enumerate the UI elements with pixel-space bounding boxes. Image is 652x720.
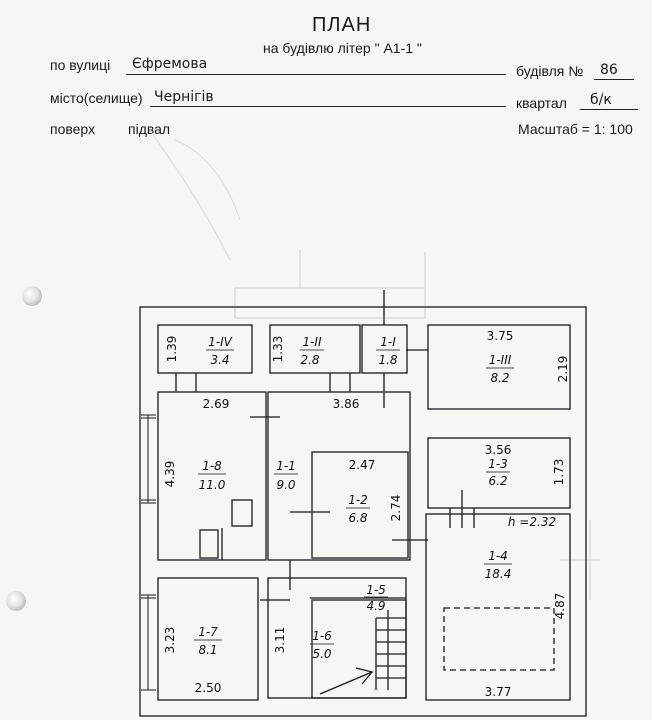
svg-text:8.1: 8.1 [198, 643, 217, 657]
room-label-1-6: 1-6 5.0 [310, 629, 334, 661]
dim-1-4-side: 4.87 [553, 593, 567, 620]
svg-text:1-8: 1-8 [202, 459, 222, 473]
dim-1-7-width: 2.50 [195, 681, 222, 695]
room-label-1-8: 1-8 11.0 [198, 459, 226, 492]
dim-1-ii-height: 1.33 [271, 336, 285, 363]
room-1-1-wall [267, 391, 411, 561]
dim-1-iii-width: 3.75 [487, 329, 514, 343]
window-left-1 [141, 414, 156, 504]
floor-value: підвал [128, 121, 171, 137]
svg-text:1.8: 1.8 [378, 353, 397, 367]
svg-text:1-III: 1-III [489, 353, 512, 367]
room-label-1-1: 1-1 9.0 [274, 459, 298, 492]
svg-text:1-6: 1-6 [312, 629, 332, 643]
room-1-7-wall [157, 577, 259, 701]
room-label-1-iv: 1-IV 3.4 [206, 335, 234, 367]
door-1-3 [449, 490, 475, 528]
room-label-1-7: 1-7 8.1 [194, 625, 222, 657]
room-1-2-wall [311, 451, 409, 559]
scale-label: Масштаб = 1: 100 [518, 121, 633, 137]
city-label: місто(селище) [50, 90, 143, 106]
dim-1-6-height: 3.11 [273, 627, 287, 654]
room-label-1-4: 1-4 18.4 [484, 549, 512, 581]
room-1-6-wall [311, 599, 407, 699]
svg-text:3.4: 3.4 [210, 353, 229, 367]
room-1-4-wall [425, 513, 571, 701]
outer-wall [139, 306, 587, 717]
building-underline [594, 79, 634, 80]
svg-text:1-1: 1-1 [276, 459, 296, 473]
svg-text:9.0: 9.0 [276, 478, 295, 492]
dim-1-iv-height: 1.39 [165, 336, 179, 363]
room-1-iv-wall [157, 324, 253, 374]
svg-text:1-4: 1-4 [488, 549, 508, 563]
dim-1-8-height: 4.39 [163, 461, 177, 488]
room-label-1-5: 1-5 4.9 [364, 583, 388, 613]
binder-hole-top [22, 286, 42, 306]
door-1-ii [329, 373, 351, 392]
binder-hole-bottom [6, 591, 26, 611]
svg-text:2.8: 2.8 [300, 353, 319, 367]
window-left-2 [141, 594, 156, 691]
room-1-3-wall [427, 437, 571, 509]
stair-arrow [319, 667, 375, 695]
room-label-1-i: 1-I 1.8 [376, 335, 400, 367]
room-label-1-3: 1-3 6.2 [486, 457, 510, 488]
background-sketch [149, 129, 600, 600]
dim-1-iii-height: 2.19 [556, 356, 570, 383]
room-label-1-iii: 1-III 8.2 [486, 353, 514, 385]
block-label: квартал [516, 95, 567, 111]
street-underline [126, 74, 506, 75]
svg-text:6.2: 6.2 [488, 474, 507, 488]
svg-text:1-IV: 1-IV [208, 335, 233, 349]
dim-1-3-width: 3.56 [485, 443, 512, 457]
city-underline [150, 106, 506, 107]
svg-text:6.8: 6.8 [348, 511, 367, 525]
door-1-iv [175, 373, 197, 392]
dim-1-1-width: 3.86 [333, 397, 360, 411]
room-1-4-pit [443, 607, 555, 671]
svg-text:1-I: 1-I [380, 335, 396, 349]
svg-text:1-7: 1-7 [198, 625, 218, 639]
room-1-ii-wall [269, 324, 361, 374]
room-1-iii-wall [427, 324, 571, 410]
plan-subtitle: на будівлю літер " А1-1 " [263, 40, 422, 56]
svg-text:1-3: 1-3 [488, 457, 508, 471]
dim-1-4-width: 3.77 [485, 685, 512, 699]
street-label: по вулиці [50, 57, 111, 73]
svg-text:4.9: 4.9 [366, 599, 385, 613]
dim-1-3-height: 1.73 [552, 459, 566, 486]
svg-text:1-II: 1-II [302, 335, 322, 349]
dim-1-7-height: 3.23 [163, 627, 177, 654]
floor-label: поверх [50, 121, 96, 137]
dim-1-2-width: 2.47 [349, 458, 376, 472]
dim-1-2-height: 2.74 [389, 495, 403, 522]
svg-text:1-2: 1-2 [348, 493, 368, 507]
dim-1-4-ceiling: h =2.32 [508, 515, 556, 529]
svg-text:11.0: 11.0 [199, 478, 226, 492]
room-label-1-ii: 1-II 2.8 [300, 335, 324, 367]
block-underline [580, 109, 638, 110]
svg-text:8.2: 8.2 [490, 371, 509, 385]
room-1-8-wall [157, 391, 267, 561]
svg-text:18.4: 18.4 [485, 567, 512, 581]
room-label-1-2: 1-2 6.8 [346, 493, 370, 525]
plan-title: ПЛАН [312, 14, 372, 36]
fixture-tank [199, 529, 219, 559]
street-value: Єфремова [132, 56, 208, 72]
city-value: Чернігів [154, 89, 214, 105]
block-value: б/к [590, 92, 612, 108]
building-label: будівля № [516, 63, 584, 79]
building-value: 86 [600, 62, 618, 78]
dim-1-8-width: 2.69 [203, 397, 230, 411]
fixture-cabinet [231, 499, 253, 527]
staircase [375, 610, 406, 690]
svg-text:5.0: 5.0 [312, 647, 331, 661]
svg-text:1-5: 1-5 [366, 583, 386, 597]
